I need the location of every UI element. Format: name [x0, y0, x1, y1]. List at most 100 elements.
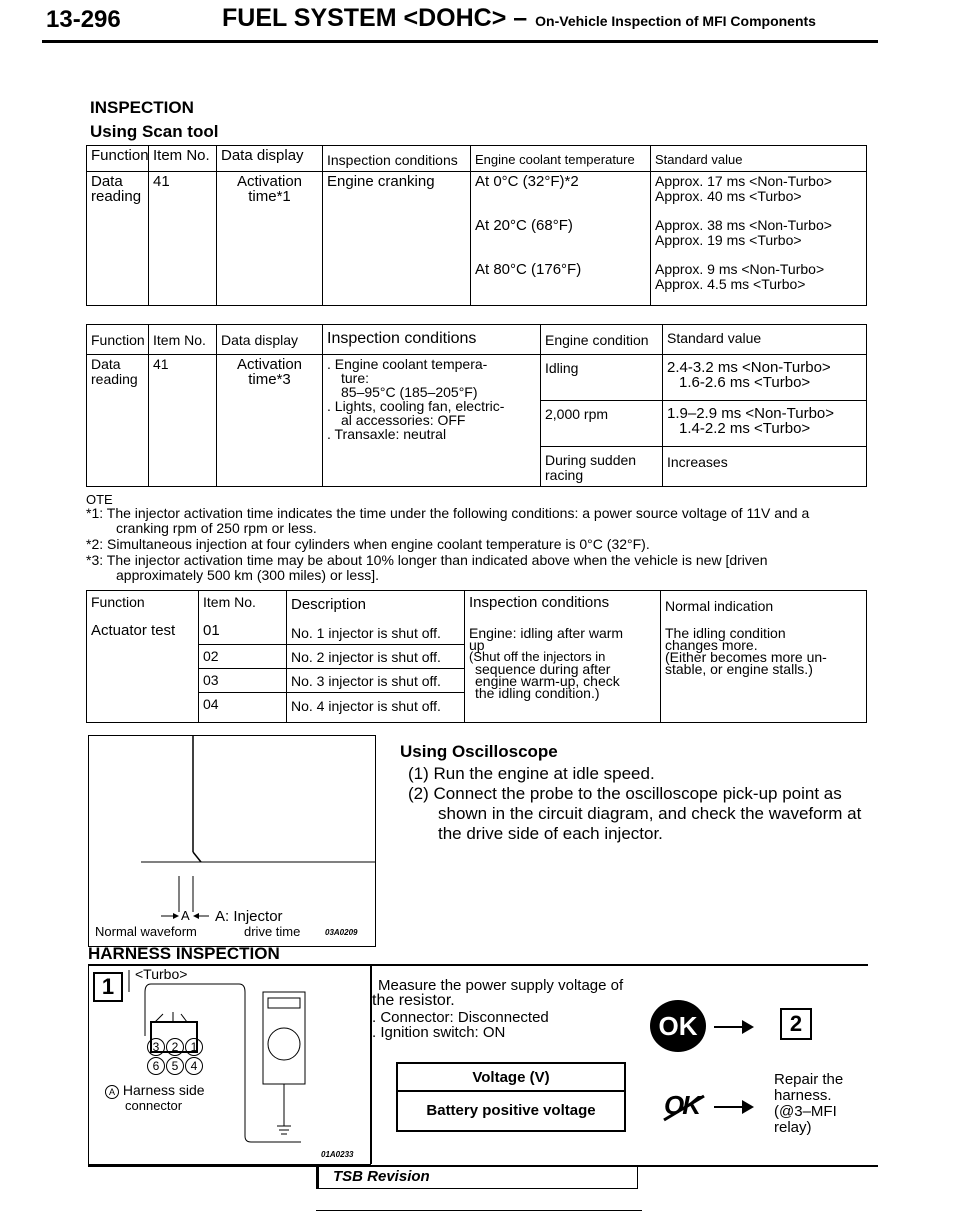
td3-item-02: 02 [198, 644, 287, 669]
oscilloscope-steps: (1) Run the engine at idle speed. (2) Co… [408, 764, 878, 844]
note-1: *1: The injector activation time indicat… [86, 506, 876, 536]
osc-step-2c: the drive side of each injector. [438, 824, 663, 843]
osc-step-1: (1) Run the engine at idle speed. [408, 764, 878, 784]
td3-function: Actuator test [86, 620, 199, 723]
td-value-1: Approx. 38 ms <Non-Turbo> Approx. 19 ms … [650, 215, 867, 260]
td-value-2a: Approx. 9 ms <Non-Turbo> [655, 260, 825, 277]
td3-desc-04: No. 4 injector is shut off. [286, 692, 465, 723]
harness-bottom-rule [88, 1165, 878, 1167]
header-rule [42, 40, 878, 43]
td3-item-04: 04 [198, 692, 287, 723]
act-cond-2: up [469, 636, 485, 653]
table-actuator-test: Function Item No. Description Inspection… [86, 590, 867, 723]
waveform-figure: A A: Injector Normal waveform drive time… [88, 735, 376, 947]
td2-conditions: . Engine coolant tempera- ture: 85–95°C … [322, 354, 541, 487]
normal-2: changes more. [665, 636, 758, 653]
th3-function: Function [86, 590, 199, 621]
note-2-mark: *2: [86, 536, 104, 552]
td-value-2: Approx. 9 ms <Non-Turbo> Approx. 4.5 ms … [650, 259, 867, 306]
title-sub: On-Vehicle Inspection of MFI Components [535, 13, 816, 29]
step-number-box: 1 [93, 972, 123, 1002]
td3-item-03: 03 [198, 668, 287, 693]
repair-a: Repair the [774, 1071, 844, 1088]
note-3-a: The injector activation time may be abou… [106, 552, 768, 568]
td-value-1b: Approx. 19 ms <Turbo> [655, 231, 802, 248]
td2-function: Data reading [86, 354, 149, 487]
waveform-code: 03A0209 [325, 928, 358, 937]
pin-3: 3 [147, 1038, 165, 1056]
act-cond-5: engine warm-up, check [475, 672, 620, 689]
td2-value-1b: 1.4-2.2 ms <Turbo> [679, 420, 811, 437]
connector-label-b: connector [125, 1098, 183, 1113]
cond-3: 85–95°C (185–205°F) [341, 384, 478, 400]
normal-1: The idling condition [665, 624, 786, 641]
osc-step-1-num: (1) [408, 764, 429, 783]
td-value-0: Approx. 17 ms <Non-Turbo> Approx. 40 ms … [650, 171, 867, 216]
note-3-mark: *3: [86, 552, 104, 568]
next-step-box: 2 [780, 1008, 812, 1040]
page-title: FUEL SYSTEM <DOHC> –On-Vehicle Inspectio… [222, 4, 816, 33]
td2-value-1a: 1.9–2.9 ms <Non-Turbo> [667, 405, 835, 422]
cond-4: . Lights, cooling fan, electric- [327, 398, 505, 414]
ok-badge: OK [650, 1000, 706, 1052]
connector-label-a: A Harness side [105, 1082, 205, 1099]
td3-desc-02: No. 2 injector is shut off. [286, 644, 465, 669]
cond-2: ture: [341, 370, 370, 386]
harness-figure: 1 <Turbo> 3 2 1 6 5 4 A Harness side con… [88, 964, 371, 1165]
scan-tool-heading: Using Scan tool [90, 122, 219, 141]
td2-item-no: 41 [148, 354, 217, 487]
td3-conditions: Engine: idling after warm up (Shut off t… [464, 620, 661, 723]
th-engine-coolant-temp: Engine coolant temperature [470, 145, 651, 172]
note-label: OTE [86, 492, 113, 507]
th-inspection-conditions: Inspection conditions [322, 145, 471, 172]
td-data-display: Activation time*1 [216, 171, 323, 306]
pin-6: 6 [147, 1057, 165, 1075]
waveform-caption-2: drive time [244, 924, 301, 939]
table-activation-warm: Function Item No. Data display Inspectio… [86, 324, 867, 487]
osc-step-2-num: (2) [408, 784, 429, 803]
inspection-heading: INSPECTION [90, 98, 194, 117]
circle-a-icon: A [105, 1085, 119, 1099]
act-cond-3: (Shut off the injectors in [469, 648, 606, 664]
td-item-no: 41 [148, 171, 217, 306]
osc-step-2b: shown in the circuit diagram, and check … [438, 804, 862, 823]
td3-normal: The idling condition changes more. (Eith… [660, 620, 867, 723]
footer-rule [316, 1210, 642, 1211]
osc-step-2: (2) Connect the probe to the oscilloscop… [408, 784, 878, 804]
normal-3: (Either becomes more un- [665, 648, 827, 665]
ng-strike-icon [663, 1094, 705, 1122]
repair-b: harness. [774, 1087, 832, 1104]
ng-badge: OK [663, 1090, 705, 1122]
th-data-display: Data display [216, 145, 323, 172]
harness-instruction: Measure the power supply voltage of the … [372, 978, 623, 1040]
th3-normal-indication: Normal indication [660, 590, 867, 621]
td2-value-0: 2.4-3.2 ms <Non-Turbo> 1.6-2.6 ms <Turbo… [662, 354, 867, 401]
td3-desc-03: No. 3 injector is shut off. [286, 668, 465, 693]
pin-4: 4 [185, 1057, 203, 1075]
page-number: 13-296 [46, 6, 121, 33]
td2-cond-2: During sudden racing [540, 446, 663, 487]
pin-5: 5 [166, 1057, 184, 1075]
cond-6: . Transaxle: neutral [327, 426, 447, 442]
voltage-table: Voltage (V) Battery positive voltage [396, 1062, 626, 1132]
connector-label-a-text: Harness side [122, 1082, 205, 1098]
voltage-table-value: Battery positive voltage [396, 1090, 626, 1132]
td-value-2b: Approx. 4.5 ms <Turbo> [655, 275, 806, 292]
act-cond-6: the idling condition.) [475, 684, 600, 701]
note-3: *3: The injector activation time may be … [86, 553, 876, 583]
tsb-revision-box: TSB Revision [316, 1166, 638, 1189]
arrow-right-ng-icon [714, 1100, 754, 1114]
harness-instruction-b: the resistor. [372, 992, 455, 1009]
td-temp-0: At 0°C (32°F)*2 [470, 171, 651, 216]
harness-diagram [128, 970, 306, 1143]
td-temp-1: At 20°C (68°F) [470, 215, 651, 260]
th3-inspection-conditions: Inspection conditions [464, 590, 661, 621]
repair-text: Repair the harness. (@3–MFI relay) [774, 1072, 843, 1136]
harness-cond-1: . Connector: Disconnected [372, 1009, 549, 1026]
harness-fig-code: 01A0233 [321, 1150, 354, 1159]
td2-value-1: 1.9–2.9 ms <Non-Turbo> 1.4-2.2 ms <Turbo… [662, 400, 867, 447]
th-standard-value: Standard value [650, 145, 867, 172]
th-item-no: Item No. [148, 145, 217, 172]
harness-heading: HARNESS INSPECTION [88, 944, 280, 963]
normal-4: stable, or engine stalls.) [665, 660, 813, 677]
